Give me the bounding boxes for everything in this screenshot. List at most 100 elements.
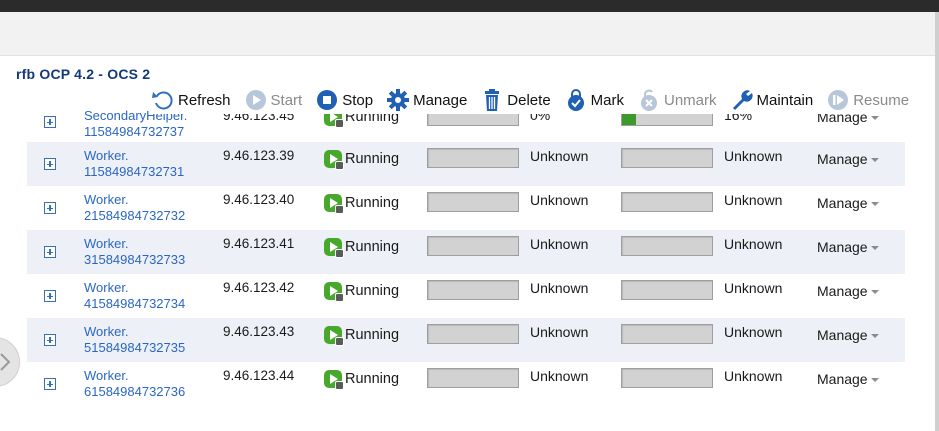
refresh-button[interactable]: Refresh (150, 86, 231, 114)
node-name-line2: 21584984732732 (84, 208, 186, 223)
start-button[interactable]: Start (243, 86, 303, 114)
node-name-line1: Worker. (84, 148, 129, 163)
side-panel-toggle[interactable] (0, 337, 20, 387)
progress-bar-1 (427, 368, 519, 388)
expand-icon[interactable] (44, 334, 56, 346)
status-text: Running (345, 327, 400, 343)
progress-bar-2 (621, 148, 713, 168)
ip-address: 9.46.123.41 (223, 236, 295, 251)
progress-bar-1 (427, 280, 519, 300)
progress-bar-1 (427, 148, 519, 168)
node-name-link[interactable]: Worker. 11584984732731 (84, 148, 184, 180)
node-name-line1: Worker. (84, 324, 129, 339)
running-icon (324, 150, 344, 170)
node-name-link[interactable]: Worker. 31584984732733 (84, 236, 185, 268)
gear-icon (385, 87, 411, 113)
shield-x-icon (636, 87, 662, 113)
node-table: SecondaryHelper. 11584984732737 9.46.123… (27, 104, 905, 406)
start-label: Start (270, 91, 303, 109)
status-cell: Running (324, 150, 400, 170)
expand-icon[interactable] (44, 158, 56, 170)
trash-icon (479, 87, 505, 113)
manage-dropdown[interactable]: Manage (817, 239, 879, 255)
progress-text-2: Unknown (724, 280, 783, 296)
maintain-label: Maintain (756, 91, 814, 109)
unmark-button[interactable]: Unmark (636, 86, 717, 114)
manage-dropdown[interactable]: Manage (817, 327, 879, 343)
status-cell: Running (324, 282, 400, 302)
progress-text-1: Unknown (530, 236, 589, 252)
chevron-right-icon (0, 353, 11, 371)
chevron-down-icon (870, 202, 879, 206)
status-text: Running (345, 283, 400, 299)
resume-button[interactable]: Resume (825, 86, 909, 114)
progress-text-1: Unknown (530, 324, 589, 340)
node-name-line2: 11584984732737 (84, 124, 185, 139)
manage-dropdown-label: Manage (817, 195, 868, 211)
expand-icon[interactable] (44, 290, 56, 302)
ip-address: 9.46.123.40 (223, 192, 295, 207)
manage-dropdown[interactable]: Manage (817, 371, 879, 387)
ip-address: 9.46.123.43 (223, 324, 295, 339)
action-toolbar: Refresh Start Stop Manage Delete Mark (150, 86, 922, 114)
progress-text-2: Unknown (724, 236, 783, 252)
table-row: Worker. 31584984732733 9.46.123.41 Runni… (27, 230, 905, 274)
maintain-button[interactable]: Maintain (729, 86, 814, 114)
ip-address: 9.46.123.44 (223, 368, 295, 383)
page-scrollbar[interactable] (935, 12, 939, 431)
top-header-bar (0, 0, 939, 12)
unmark-label: Unmark (664, 91, 717, 109)
node-name-link[interactable]: Worker. 21584984732732 (84, 192, 185, 224)
status-text: Running (345, 195, 400, 211)
node-name-link[interactable]: Worker. 61584984732736 (84, 368, 185, 400)
node-name-line2: 11584984732731 (84, 164, 185, 179)
mark-button[interactable]: Mark (563, 86, 624, 114)
manage-dropdown[interactable]: Manage (817, 283, 879, 299)
start-icon (243, 87, 269, 113)
shield-check-icon (563, 87, 589, 113)
sub-header-bar (0, 12, 935, 56)
manage-button[interactable]: Manage (385, 86, 467, 114)
expand-icon[interactable] (44, 246, 56, 258)
progress-bar-2 (621, 368, 713, 388)
chevron-down-icon (870, 334, 879, 338)
progress-bar-1 (427, 192, 519, 212)
expand-icon[interactable] (44, 378, 56, 390)
stop-label: Stop (342, 91, 374, 109)
progress-text-1: Unknown (530, 192, 589, 208)
status-cell: Running (324, 370, 399, 390)
ip-address: 9.46.123.39 (223, 148, 295, 163)
mark-label: Mark (590, 91, 624, 109)
progress-text-1: Unknown (530, 148, 589, 164)
status-cell: Running (324, 194, 400, 214)
expand-icon[interactable] (44, 202, 56, 214)
node-name-line2: 51584984732735 (84, 340, 186, 355)
delete-button[interactable]: Delete (479, 86, 551, 114)
manage-dropdown-label: Manage (817, 371, 868, 387)
status-cell: Running (324, 238, 399, 258)
running-icon (324, 326, 344, 346)
table-row: Worker. 11584984732731 9.46.123.39 Runni… (27, 142, 905, 186)
progress-bar-1 (427, 236, 519, 256)
manage-dropdown[interactable]: Manage (817, 151, 879, 167)
table-row: Worker. 21584984732732 9.46.123.40 Runni… (27, 186, 905, 230)
node-name-link[interactable]: Worker. 41584984732734 (84, 280, 185, 312)
table-row: Worker. 51584984732735 9.46.123.43 Runni… (27, 318, 905, 362)
progress-bar-1 (427, 324, 519, 344)
node-name-line2: 61584984732736 (84, 384, 186, 399)
progress-bar-2 (621, 236, 713, 256)
refresh-label: Refresh (178, 91, 231, 109)
table-row: Worker. 41584984732734 9.46.123.42 Runni… (27, 274, 905, 318)
progress-bar-2 (621, 280, 713, 300)
node-name-link[interactable]: Worker. 51584984732735 (84, 324, 185, 356)
status-text: Running (345, 151, 400, 167)
expand-icon[interactable] (44, 116, 56, 128)
stop-button[interactable]: Stop (314, 86, 373, 114)
running-icon (324, 238, 344, 258)
manage-dropdown[interactable]: Manage (817, 195, 879, 211)
running-icon (324, 194, 344, 214)
progress-text-2: Unknown (724, 148, 783, 164)
progress-bar-2 (621, 192, 713, 212)
progress-text-1: Unknown (530, 280, 589, 296)
manage-dropdown-label: Manage (817, 283, 868, 299)
